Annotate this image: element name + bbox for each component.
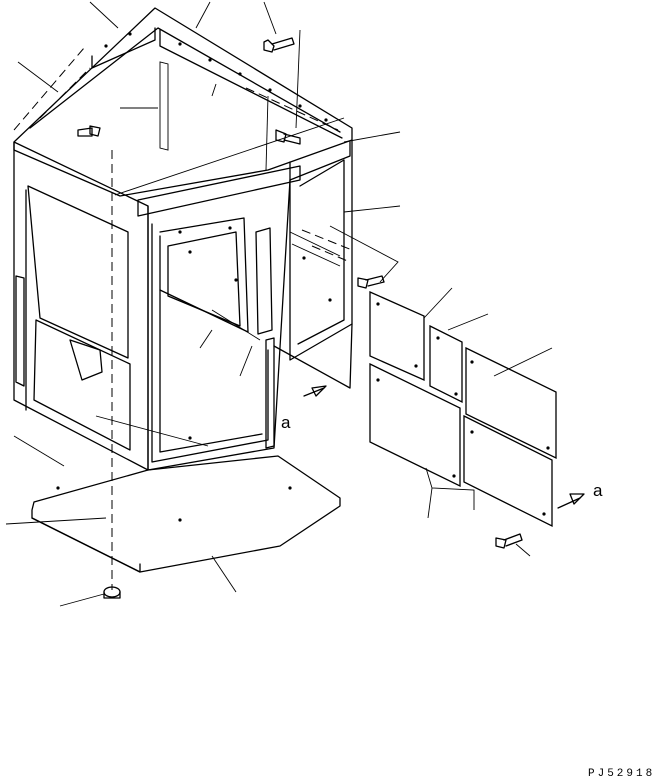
roof-frame [13,7,353,217]
view-arrow-panels [557,493,585,509]
cab-body [13,139,353,471]
bolt-panel [495,533,523,549]
floor-plate [31,455,341,573]
assembly-lines [13,47,353,590]
bolt-roof [263,37,295,53]
view-arrow-cab [303,385,327,397]
drawing-code: PJ52918 [588,768,655,780]
bolt-center [275,129,301,145]
panel-bottom-left [369,362,461,488]
view-marker-panels: a [593,481,603,500]
view-marker-cab: a [281,413,291,432]
panel-bottom-right [463,414,553,528]
floor-nut [103,586,121,599]
panel-top-right [465,346,557,460]
panel-top-middle [429,324,463,404]
mounting-holes [56,32,550,522]
panel-top-left [369,290,425,382]
bolt-left [77,125,101,137]
leader-lines [5,1,553,607]
